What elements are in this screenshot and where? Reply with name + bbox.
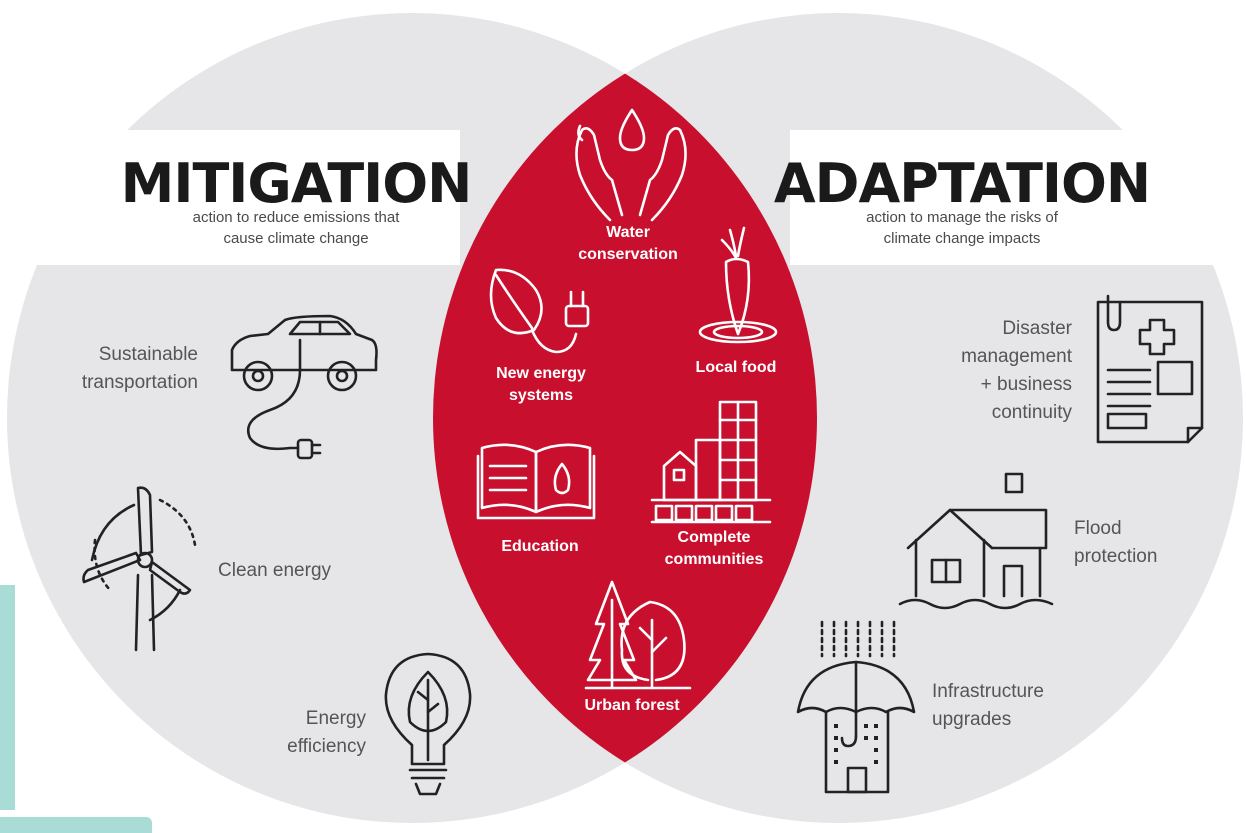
overlap-item-label: Complete	[678, 529, 751, 546]
overlap-item-label: Local food	[696, 359, 777, 376]
adaptation-header-band	[790, 130, 1246, 265]
trees-icon	[584, 580, 692, 690]
hands-water-drop-icon	[575, 108, 687, 222]
umbrella-building-icon	[796, 620, 916, 794]
city-buildings-icon	[650, 400, 772, 524]
carrot-icon	[698, 226, 778, 344]
flooded-house-icon	[898, 472, 1054, 610]
adaptation-item-label: management	[961, 346, 1073, 367]
overlap-lens	[433, 13, 817, 823]
open-book-icon	[476, 443, 596, 520]
overlap-item-label: Water	[606, 224, 650, 241]
adaptation-subtitle-line2: climate change impacts	[884, 230, 1041, 247]
mitigation-title: MITIGATION	[121, 152, 472, 215]
lightbulb-leaf-icon	[384, 652, 472, 796]
adaptation-item-label: continuity	[992, 402, 1073, 423]
overlap-item-label: Urban forest	[584, 697, 680, 714]
medical-document-icon	[1096, 294, 1204, 444]
mitigation-subtitle-line1: action to reduce emissions that	[193, 209, 401, 226]
adaptation-item-label: Infrastructure	[932, 681, 1044, 702]
mitigation-item-label: Energy	[306, 708, 367, 729]
overlap-item-label: conservation	[578, 246, 678, 263]
overlap-item-label: New energy	[496, 365, 586, 382]
adaptation-item-label: + business	[981, 374, 1072, 395]
adaptation-subtitle-line1: action to manage the risks of	[866, 209, 1059, 226]
mitigation-item-label: transportation	[82, 372, 198, 393]
overlap-item-label: communities	[665, 551, 764, 568]
adaptation-item-label: upgrades	[932, 709, 1011, 730]
car-plug-icon	[230, 314, 378, 460]
overlap-item-label: Education	[501, 538, 578, 555]
wind-turbine-icon	[82, 486, 197, 652]
adaptation-item-label: Disaster	[1002, 318, 1072, 339]
mitigation-item-label: Clean energy	[218, 560, 332, 581]
teal-accent-bar-vertical	[0, 585, 15, 810]
adaptation-item-label: Flood	[1074, 518, 1122, 539]
leaf-plug-icon	[489, 268, 590, 354]
adaptation-title: ADAPTATION	[774, 152, 1150, 215]
mitigation-header-band	[0, 130, 460, 265]
mitigation-subtitle-line2: cause climate change	[223, 230, 368, 247]
adaptation-item-label: protection	[1074, 546, 1157, 567]
overlap-item-label: systems	[509, 387, 573, 404]
teal-accent-bar-horizontal	[0, 817, 152, 833]
mitigation-item-label: efficiency	[287, 736, 366, 757]
mitigation-item-label: Sustainable	[99, 344, 198, 365]
